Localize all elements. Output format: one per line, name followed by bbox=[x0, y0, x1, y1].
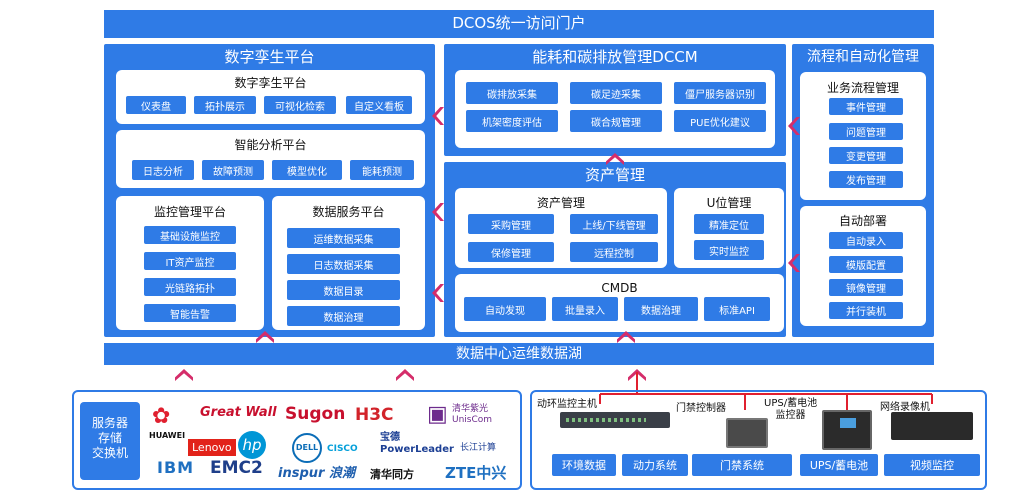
devices-box bbox=[530, 390, 987, 490]
remote-control-button[interactable]: 远程控制 bbox=[570, 242, 658, 262]
ops-data-collect-button[interactable]: 运维数据采集 bbox=[287, 228, 400, 248]
sugon-logo: Sugon bbox=[285, 404, 346, 424]
analysis-platform-title: 智能分析平台 bbox=[234, 138, 307, 152]
powerleader-logo: 宝德 PowerLeader bbox=[380, 432, 454, 455]
env-data-button[interactable]: 环境数据 bbox=[552, 454, 616, 476]
zte-logo: ZTE中兴 bbox=[445, 464, 507, 482]
custom-board-button[interactable]: 自定义看板 bbox=[346, 96, 412, 114]
cmdb-title: CMDB bbox=[601, 281, 638, 295]
asset-box-title: 资产管理 bbox=[536, 196, 585, 210]
dccm-title: 能耗和碳排放管理DCCM bbox=[532, 48, 698, 66]
cmdb-governance-button[interactable]: 数据治理 bbox=[624, 297, 698, 321]
portal-title: DCOS统一访问门户 bbox=[452, 14, 586, 32]
release-mgmt-button[interactable]: 发布管理 bbox=[829, 171, 903, 188]
monitor-platform-title: 监控管理平台 bbox=[153, 205, 226, 219]
batch-import-button[interactable]: 批量录入 bbox=[552, 297, 618, 321]
precise-locate-button[interactable]: 精准定位 bbox=[694, 214, 764, 234]
greatwall-logo: Great Wall bbox=[200, 405, 277, 420]
auto-deploy-title: 自动部署 bbox=[838, 214, 887, 228]
nvr-label: 网络录像机 bbox=[880, 402, 930, 413]
access-controller-device bbox=[726, 418, 768, 448]
carbon-compliance-button[interactable]: 碳合规管理 bbox=[570, 110, 662, 132]
access-system-button[interactable]: 门禁系统 bbox=[692, 454, 792, 476]
data-governance-button[interactable]: 数据治理 bbox=[287, 306, 400, 326]
env-host-leds bbox=[566, 418, 646, 422]
huawei-label: HUAWEI bbox=[149, 431, 186, 440]
standard-api-button[interactable]: 标准API bbox=[704, 297, 770, 321]
zombie-server-button[interactable]: 僵尸服务器识别 bbox=[674, 82, 766, 104]
smart-alarm-button[interactable]: 智能告警 bbox=[144, 304, 236, 322]
carbon-footprint-collect-button[interactable]: 碳足迹采集 bbox=[570, 82, 662, 104]
data-catalog-button[interactable]: 数据目录 bbox=[287, 280, 400, 300]
tongfang-logo: 清华同方 bbox=[370, 468, 414, 481]
energy-prediction-button[interactable]: 能耗预测 bbox=[350, 160, 414, 180]
ups-monitor-screen bbox=[840, 418, 856, 428]
event-mgmt-button[interactable]: 事件管理 bbox=[829, 98, 903, 115]
model-optimize-button[interactable]: 模型优化 bbox=[272, 160, 342, 180]
twin-platform-title: 数字孪生平台 bbox=[234, 76, 307, 90]
image-mgmt-button[interactable]: 镜像管理 bbox=[829, 279, 903, 296]
nvr-device bbox=[891, 412, 973, 440]
ups-battery-button[interactable]: UPS/蓄电池 bbox=[800, 454, 878, 476]
auto-discover-button[interactable]: 自动发现 bbox=[464, 297, 546, 321]
data-service-title: 数据服务平台 bbox=[312, 205, 385, 219]
change-mgmt-button[interactable]: 变更管理 bbox=[829, 147, 903, 164]
warranty-button[interactable]: 保修管理 bbox=[468, 242, 554, 262]
digital-twin-panel-title: 数字孪生平台 bbox=[224, 48, 315, 66]
problem-mgmt-button[interactable]: 问题管理 bbox=[829, 123, 903, 140]
inspur-logo: inspur 浪潮 bbox=[278, 466, 355, 481]
uniscom-logo: ▣ bbox=[427, 402, 448, 427]
asset-panel-title: 资产管理 bbox=[584, 166, 645, 184]
data-lake-title: 数据中心运维数据湖 bbox=[456, 346, 582, 362]
cisco-logo: CISCO bbox=[327, 444, 358, 454]
log-analysis-button[interactable]: 日志分析 bbox=[132, 160, 194, 180]
env-host-label: 动环监控主机 bbox=[537, 399, 597, 410]
portal-bar[interactable] bbox=[104, 10, 934, 38]
emc-logo: EMC2 bbox=[210, 458, 263, 478]
realtime-monitor-button[interactable]: 实时监控 bbox=[694, 240, 764, 260]
business-flow-title: 业务流程管理 bbox=[826, 81, 899, 95]
it-asset-monitor-button[interactable]: IT资产监控 bbox=[144, 252, 236, 270]
u-box-title: U位管理 bbox=[706, 196, 752, 210]
parallel-install-button[interactable]: 并行装机 bbox=[829, 302, 903, 319]
server-category-label bbox=[80, 402, 140, 480]
video-monitor-button[interactable]: 视频监控 bbox=[884, 454, 980, 476]
log-data-collect-button[interactable]: 日志数据采集 bbox=[287, 254, 400, 274]
ibm-logo: IBM bbox=[157, 458, 195, 477]
ups-monitor-label: UPS/蓄电池 监控器 bbox=[764, 398, 818, 421]
huawei-logo: ✿ bbox=[152, 404, 171, 429]
visual-search-button[interactable]: 可视化检索 bbox=[264, 96, 336, 114]
hp-logo: hp bbox=[238, 431, 266, 459]
fiber-topology-button[interactable]: 光链路拓扑 bbox=[144, 278, 236, 296]
server-vendors-box bbox=[72, 390, 522, 490]
lenovo-logo: Lenovo bbox=[188, 439, 236, 456]
changjiang-logo: 长江计算 bbox=[460, 443, 497, 453]
topology-button[interactable]: 拓扑展示 bbox=[194, 96, 256, 114]
access-controller-label: 门禁控制器 bbox=[676, 403, 726, 414]
h3c-logo: H3C bbox=[355, 405, 394, 425]
pue-optimize-button[interactable]: PUE优化建议 bbox=[674, 110, 766, 132]
template-config-button[interactable]: 模版配置 bbox=[829, 256, 903, 273]
infra-monitor-button[interactable]: 基础设施监控 bbox=[144, 226, 236, 244]
rack-density-button[interactable]: 机架密度评估 bbox=[466, 110, 558, 132]
carbon-emission-collect-button[interactable]: 碳排放采集 bbox=[466, 82, 558, 104]
dashboard-button[interactable]: 仪表盘 bbox=[126, 96, 186, 114]
online-offline-button[interactable]: 上线/下线管理 bbox=[570, 214, 658, 234]
server-category-text: 服务器 存储 交换机 bbox=[91, 416, 128, 460]
power-system-button[interactable]: 动力系统 bbox=[622, 454, 688, 476]
auto-entry-button[interactable]: 自动录入 bbox=[829, 232, 903, 249]
ups-monitor-device bbox=[822, 410, 872, 450]
data-lake-bar[interactable] bbox=[104, 343, 934, 365]
uniscom-label: 清华紫光 UnisCom bbox=[452, 404, 493, 425]
fault-prediction-button[interactable]: 故障预测 bbox=[202, 160, 264, 180]
workflow-panel-title: 流程和自动化管理 bbox=[807, 49, 919, 65]
dell-logo: DELL bbox=[292, 433, 322, 463]
procurement-button[interactable]: 采购管理 bbox=[468, 214, 554, 234]
